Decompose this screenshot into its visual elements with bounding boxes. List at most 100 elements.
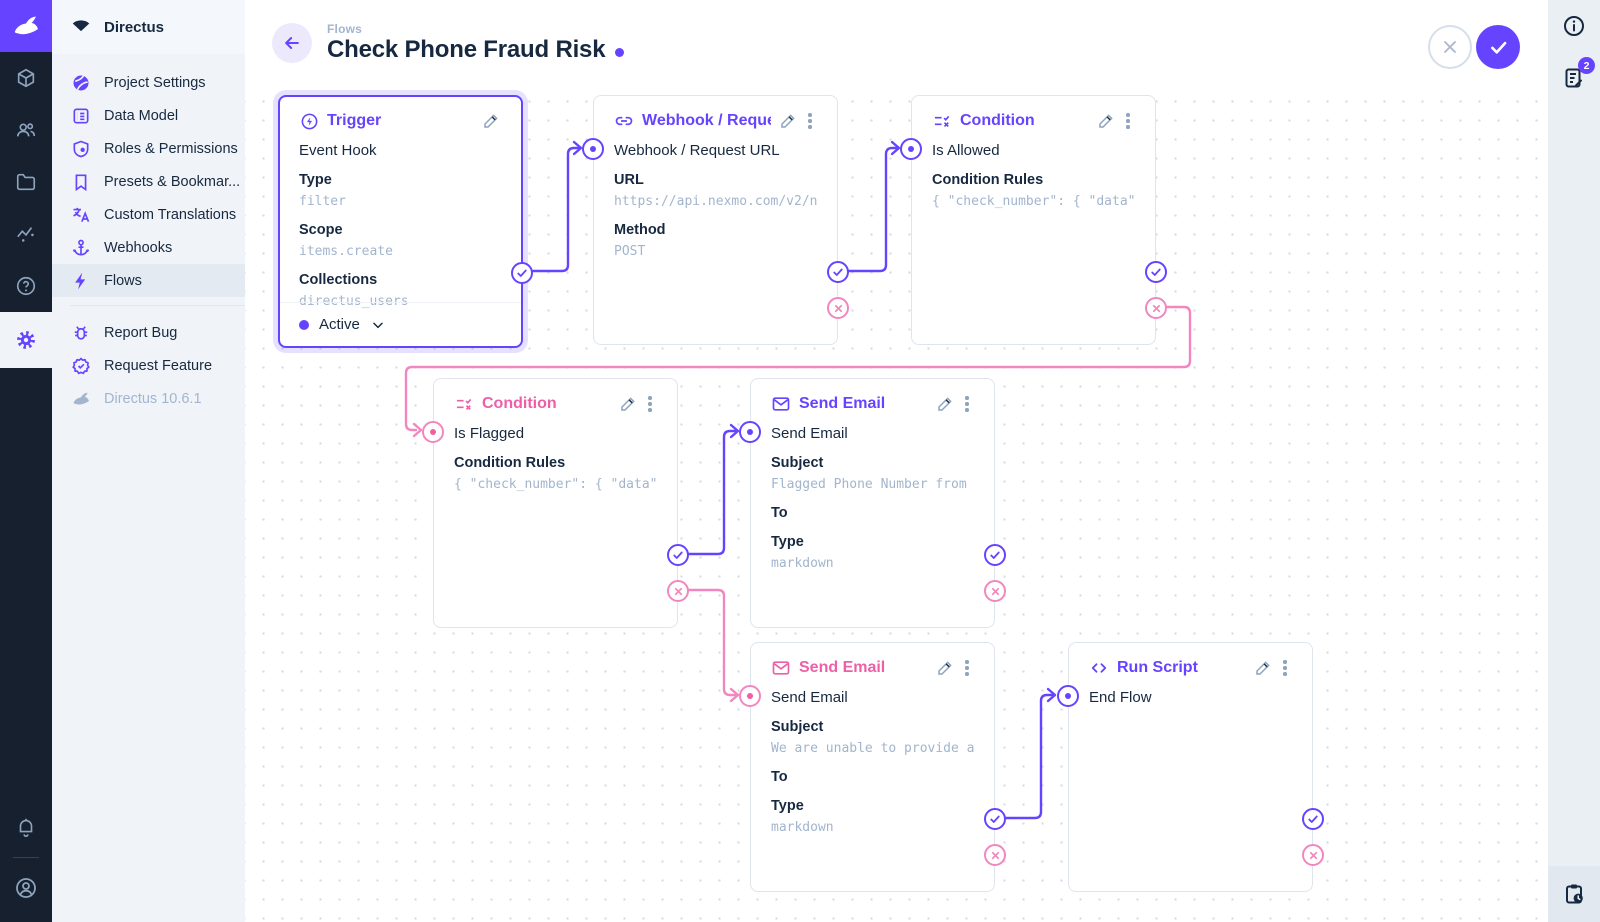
more-options-icon[interactable] xyxy=(960,394,974,414)
sidebar-item-custom-translations[interactable]: Custom Translations xyxy=(52,198,245,231)
sidebar-item-report-bug[interactable]: Report Bug xyxy=(52,316,245,349)
reject-port[interactable] xyxy=(1145,297,1167,319)
directus-logo[interactable] xyxy=(0,0,52,52)
more-options-icon[interactable] xyxy=(1278,658,1292,678)
module-content-icon[interactable] xyxy=(0,52,52,104)
field-label: To xyxy=(771,769,788,785)
edit-icon[interactable] xyxy=(934,393,956,415)
field-label: Subject xyxy=(771,719,824,735)
sidebar-item-webhooks[interactable]: Webhooks xyxy=(52,231,245,264)
edit-icon[interactable] xyxy=(777,110,799,132)
field-value: We are unable to provide a… xyxy=(771,741,974,756)
input-port[interactable] xyxy=(1057,685,1079,707)
flow-card-condition-flagged[interactable]: Condition Is Flagged Condition Rules { "… xyxy=(422,378,689,628)
edit-icon[interactable] xyxy=(480,110,502,132)
input-port[interactable] xyxy=(422,421,444,443)
sidebar-divider xyxy=(70,305,245,306)
reject-port[interactable] xyxy=(984,844,1006,866)
module-insights-icon[interactable] xyxy=(0,208,52,260)
save-button[interactable] xyxy=(1476,25,1520,69)
edit-icon[interactable] xyxy=(1095,110,1117,132)
module-files-icon[interactable] xyxy=(0,156,52,208)
edit-icon[interactable] xyxy=(1252,657,1274,679)
resolve-port[interactable] xyxy=(667,544,689,566)
field-label: Condition Rules xyxy=(932,172,1044,188)
main-area: Flows Check Phone Fraud Risk xyxy=(245,0,1548,922)
anchor-icon xyxy=(70,237,92,259)
shield-icon xyxy=(70,138,92,160)
sidebar-item-request-feature[interactable]: Request Feature xyxy=(52,349,245,382)
input-port[interactable] xyxy=(739,685,761,707)
right-sidebar: 2 xyxy=(1548,0,1600,922)
more-options-icon[interactable] xyxy=(1121,111,1135,131)
notifications-bell-icon[interactable] xyxy=(0,801,52,853)
wire-condition-reject-to-email xyxy=(686,588,737,697)
resolve-port[interactable] xyxy=(1302,808,1324,830)
module-settings-icon[interactable] xyxy=(0,312,52,368)
module-users-icon[interactable] xyxy=(0,104,52,156)
project-name: Directus xyxy=(104,18,165,36)
input-port[interactable] xyxy=(582,138,604,160)
card-title: Condition xyxy=(960,112,1035,129)
flow-card-send-email-flagged[interactable]: Send Email Send Email Subject Flagged Ph… xyxy=(739,378,1006,628)
code-icon xyxy=(1089,658,1109,678)
more-options-icon[interactable] xyxy=(803,111,817,131)
card-title: Send Email xyxy=(799,659,886,676)
reject-port[interactable] xyxy=(827,297,849,319)
bookmark-icon xyxy=(70,171,92,193)
resolve-port[interactable] xyxy=(1145,261,1167,283)
badge-check-icon xyxy=(70,355,92,377)
discard-changes-button[interactable] xyxy=(1428,25,1472,69)
revisions-sidebar-section[interactable] xyxy=(1548,866,1600,922)
edit-icon[interactable] xyxy=(617,393,639,415)
flow-card-send-email-unable[interactable]: Send Email Send Email Subject We are una… xyxy=(739,642,1006,892)
flow-status-dropdown[interactable]: Active xyxy=(280,302,521,346)
sidebar-item-roles-permissions[interactable]: Roles & Permissions xyxy=(52,132,245,165)
sidebar-item-version: Directus 10.6.1 xyxy=(52,382,245,415)
sidebar-item-flows[interactable]: Flows xyxy=(52,264,245,297)
project-header[interactable]: Directus xyxy=(52,0,245,54)
input-port[interactable] xyxy=(739,421,761,443)
field-value: markdown xyxy=(771,820,834,835)
module-docs-icon[interactable] xyxy=(0,260,52,312)
resolve-port[interactable] xyxy=(984,808,1006,830)
notices-count-badge: 2 xyxy=(1578,57,1595,74)
email-icon xyxy=(771,394,791,414)
more-options-icon[interactable] xyxy=(960,658,974,678)
sidebar-item-presets-bookmarks[interactable]: Presets & Bookmar... xyxy=(52,165,245,198)
bug-icon xyxy=(70,322,92,344)
field-value: directus_users xyxy=(299,294,409,309)
flow-card-condition-allowed[interactable]: Condition Is Allowed Condition Rules { "… xyxy=(900,95,1167,345)
page-header: Flows Check Phone Fraud Risk xyxy=(245,0,1548,85)
field-label: To xyxy=(771,505,788,521)
reject-port[interactable] xyxy=(984,580,1006,602)
flow-card-run-script[interactable]: Run Script End Flow xyxy=(1057,642,1324,892)
breadcrumb[interactable]: Flows xyxy=(327,21,363,36)
status-label: Active xyxy=(319,316,360,333)
flow-card-trigger[interactable]: Trigger Event Hook Type filter Scope ite… xyxy=(278,95,533,348)
wire-condition-to-email xyxy=(686,429,737,556)
back-button[interactable] xyxy=(272,22,312,63)
sidebar-item-data-model[interactable]: Data Model xyxy=(52,99,245,132)
input-port[interactable] xyxy=(900,138,922,160)
card-title: Webhook / Request URL xyxy=(642,112,771,129)
edit-icon[interactable] xyxy=(934,657,956,679)
flow-card-webhook[interactable]: Webhook / Request URL Webhook / Request … xyxy=(582,95,849,345)
rabbit-version-icon xyxy=(70,388,92,410)
notices-sidebar-icon[interactable]: 2 xyxy=(1552,56,1596,100)
more-options-icon[interactable] xyxy=(643,394,657,414)
field-label: Subject xyxy=(771,455,824,471)
operation-name: Send Email xyxy=(771,689,848,706)
reject-port[interactable] xyxy=(1302,844,1324,866)
flow-canvas[interactable]: Trigger Event Hook Type filter Scope ite… xyxy=(245,85,1548,922)
field-value: markdown xyxy=(771,556,834,571)
operation-name: Is Allowed xyxy=(932,142,1000,159)
resolve-port[interactable] xyxy=(827,261,849,283)
account-icon[interactable] xyxy=(0,862,52,914)
reject-port[interactable] xyxy=(667,580,689,602)
resolve-port[interactable] xyxy=(511,262,533,284)
operation-name: Is Flagged xyxy=(454,425,525,442)
sidebar-item-project-settings[interactable]: Project Settings xyxy=(52,66,245,99)
info-sidebar-icon[interactable] xyxy=(1552,4,1596,48)
resolve-port[interactable] xyxy=(984,544,1006,566)
